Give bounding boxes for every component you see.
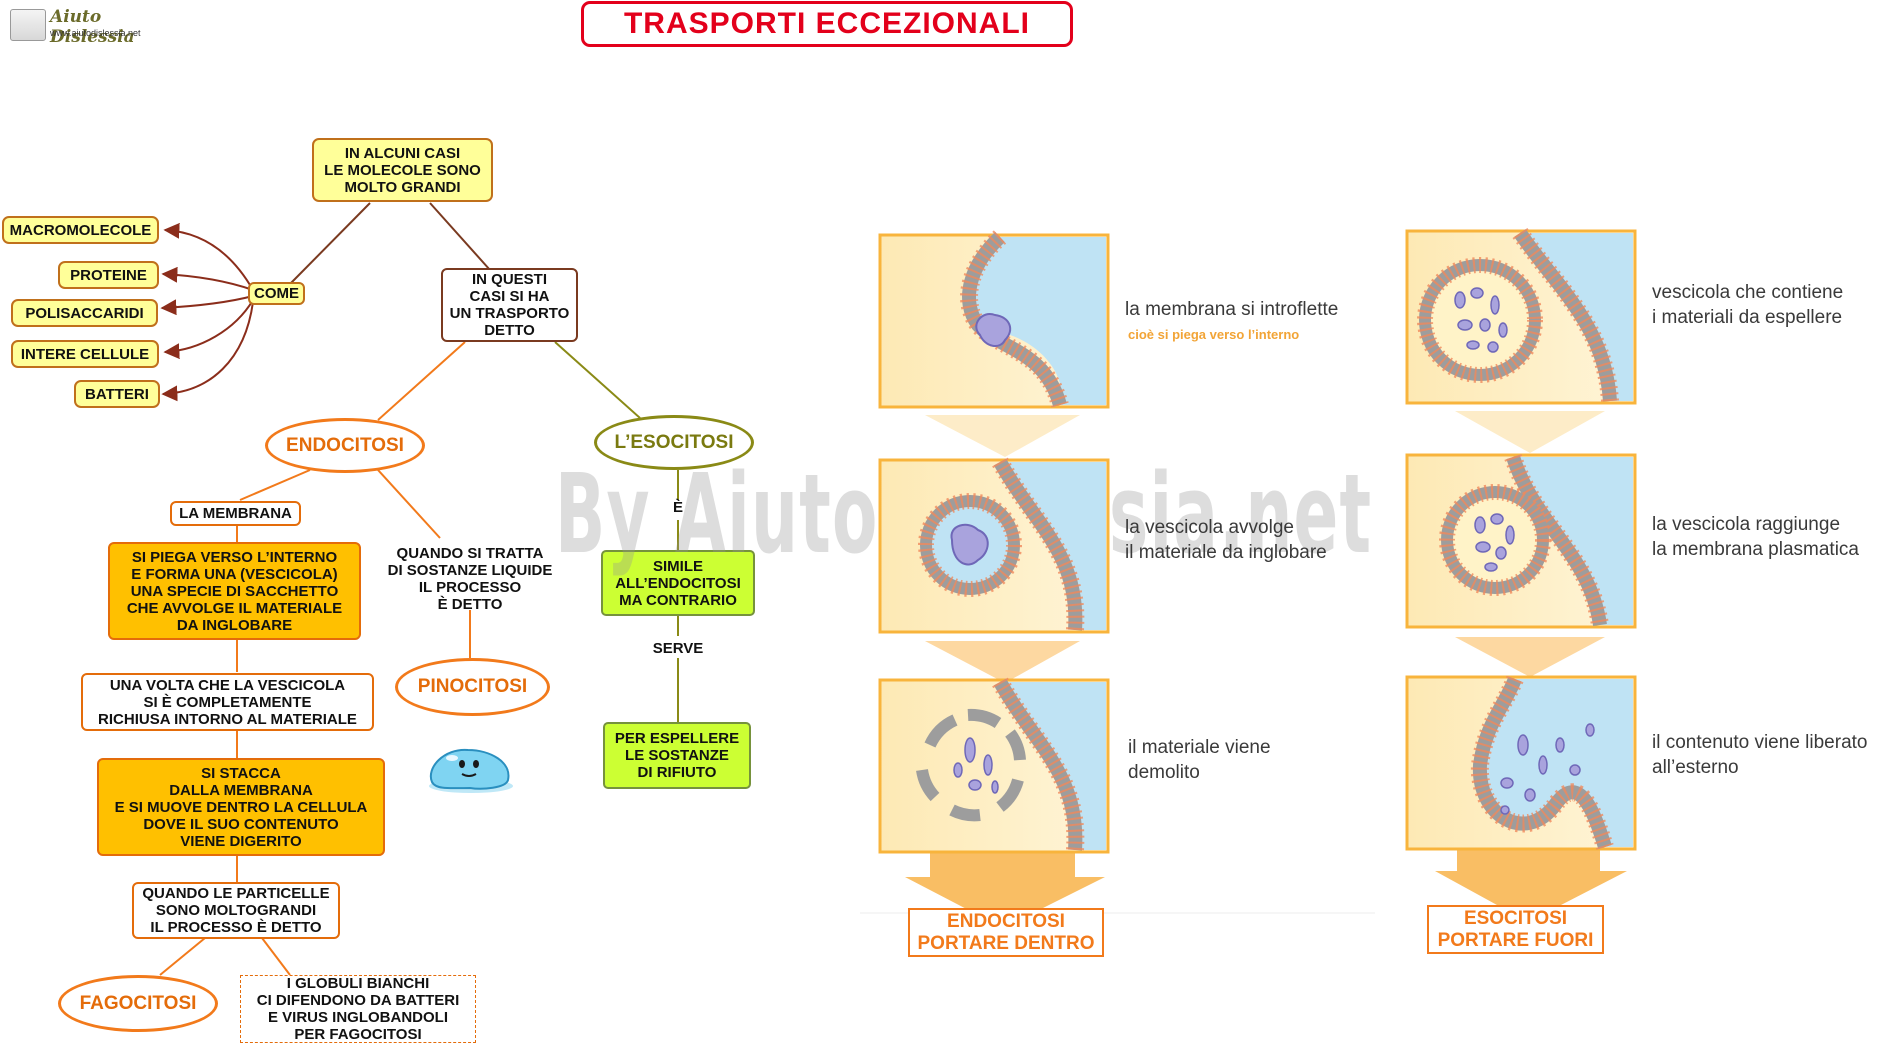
endo-caption-1: la membrana si introflette xyxy=(1125,299,1339,320)
si-piega-box: SI PIEGA VERSO L’INTERNO E FORMA UNA (VE… xyxy=(108,542,361,640)
logo-icon xyxy=(10,9,46,41)
endocitosi-illustration xyxy=(860,230,1375,928)
serve-text: SERVE xyxy=(652,640,704,657)
logo-url: www.aiutodislessia.net xyxy=(50,28,141,38)
la-membrana-box: LA MEMBRANA xyxy=(170,501,301,526)
endo-frame-3 xyxy=(878,677,1110,854)
endocitosi-oval: ENDOCITOSI xyxy=(265,418,425,473)
endo-note: cioè si piega verso l’interno xyxy=(1128,327,1300,342)
endo-frame-2 xyxy=(878,457,1110,634)
example-proteine: PROTEINE xyxy=(58,261,159,289)
esocitosi-illustration xyxy=(1405,227,1637,922)
eso-caption-2: la vescicola raggiunge la membrana plasm… xyxy=(1652,514,1859,560)
eso-frame-1 xyxy=(1405,227,1637,405)
simile-box: SIMILE ALL’ENDOCITOSI MA CONTRARIO xyxy=(601,550,755,616)
example-macromolecole: MACROMOLECOLE xyxy=(2,216,159,244)
endo-caption-3: il materiale viene demolito xyxy=(1128,737,1271,783)
per-espellere-box: PER ESPELLERE LE SOSTANZE DI RIFIUTO xyxy=(603,722,751,789)
quando-particelle-box: QUANDO LE PARTICELLE SONO MOLTOGRANDI IL… xyxy=(132,882,340,939)
e-verb: È xyxy=(672,499,683,516)
eso-frame-3 xyxy=(1405,675,1637,851)
questi-box: IN QUESTI CASI SI HA UN TRASPORTO DETTO xyxy=(441,268,578,342)
quando-liquide-text: QUANDO SI TRATTA DI SOSTANZE LIQUIDE IL … xyxy=(387,545,553,613)
water-drop-icon xyxy=(429,748,513,793)
root-box: IN ALCUNI CASI LE MOLECOLE SONO MOLTO GR… xyxy=(312,138,493,202)
endocitosi-label: ENDOCITOSI PORTARE DENTRO xyxy=(908,908,1104,957)
example-intere-cellule: INTERE CELLULE xyxy=(11,340,159,368)
esocitosi-label: ESOCITOSI PORTARE FUORI xyxy=(1427,905,1604,954)
logo-name: Aiuto Dislessia xyxy=(50,7,135,47)
example-polisaccaridi: POLISACCARIDI xyxy=(11,299,158,327)
una-volta-box: UNA VOLTA CHE LA VESCICOLA SI È COMPLETA… xyxy=(81,673,374,731)
eso-caption-1: vescicola che contiene i materiali da es… xyxy=(1652,282,1844,328)
esocitosi-oval: L’ESOCITOSI xyxy=(594,415,754,470)
page-title-text: TRASPORTI ECCEZIONALI xyxy=(623,7,1030,40)
page-title: TRASPORTI ECCEZIONALI xyxy=(581,1,1073,47)
pinocitosi-oval: PINOCITOSI xyxy=(395,658,550,716)
fagocitosi-oval: FAGOCITOSI xyxy=(58,975,218,1032)
example-batteri: BATTERI xyxy=(74,380,160,408)
si-stacca-box: SI STACCA DALLA MEMBRANA E SI MUOVE DENT… xyxy=(97,758,385,856)
endo-caption-2: la vescicola avvolge il materiale da ing… xyxy=(1125,517,1327,563)
eso-caption-3: il contenuto viene liberato all’esterno xyxy=(1652,732,1868,778)
eso-frame-2 xyxy=(1405,453,1637,629)
globuli-box: I GLOBULI BIANCHI CI DIFENDONO DA BATTER… xyxy=(240,975,476,1043)
logo[interactable]: Aiuto Dislessia www.aiutodislessia.net xyxy=(10,6,170,47)
endo-frame-1 xyxy=(878,230,1110,409)
come-box: COME xyxy=(248,282,305,305)
